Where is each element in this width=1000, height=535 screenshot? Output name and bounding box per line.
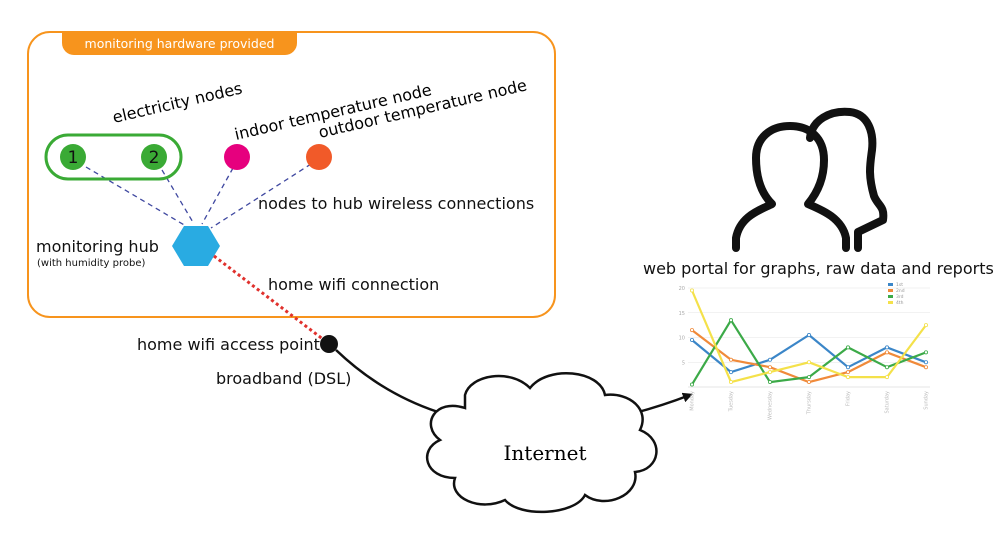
chart-data-point (885, 345, 890, 350)
chart-data-point (846, 345, 851, 350)
broadband-label: broadband (DSL) (216, 369, 352, 388)
chart-data-point (690, 382, 695, 387)
chart-data-point (807, 375, 812, 380)
chart-y-tick-label: 5 (682, 360, 685, 366)
chart-data-point (729, 370, 734, 375)
hardware-box-title: monitoring hardware provided (62, 33, 297, 55)
chart-data-point (924, 350, 929, 355)
monitoring-hub-label: monitoring hub (36, 237, 159, 256)
chart-data-point (924, 323, 929, 328)
chart-legend-label: 3rd (896, 294, 904, 300)
wifi-access-point-label: home wifi access point (137, 335, 320, 354)
electricity-node-2 (141, 144, 167, 170)
chart-legend-swatch (888, 301, 893, 304)
chart-y-tick-label: 20 (679, 286, 685, 292)
chart-data-point (807, 333, 812, 338)
link-outdoor (210, 163, 312, 229)
chart-data-point (690, 288, 695, 293)
wireless-connections-label: nodes to hub wireless connections (258, 194, 535, 213)
link-indoor (201, 167, 234, 225)
chart-legend-swatch (888, 289, 893, 292)
monitoring-hub-hexagon (172, 226, 220, 266)
humidity-probe-label: (with humidity probe) (37, 258, 146, 269)
chart-legend-swatch (888, 295, 893, 298)
electricity-node-1-label: 1 (68, 148, 79, 168)
wifi-access-point (320, 335, 338, 353)
chart-data-point (690, 328, 695, 333)
chart-data-point (807, 360, 812, 365)
chart-legend-swatch (888, 283, 893, 286)
chart-data-point (729, 357, 734, 362)
chart-data-point (885, 350, 890, 355)
chart-data-point (768, 370, 773, 375)
electricity-node-2-label: 2 (149, 148, 160, 168)
chart-data-point (885, 365, 890, 370)
users-icon (732, 107, 888, 252)
chart-data-point (885, 375, 890, 380)
chart-data-point (690, 337, 695, 342)
chart-data-point (846, 370, 851, 375)
chart-data-point (846, 375, 851, 380)
chart-legend-label: 4th (896, 300, 904, 306)
chart-y-tick-label: 15 (679, 311, 685, 317)
chart-y-tick-label: 10 (679, 336, 685, 342)
electricity-group-outline (44, 133, 183, 181)
chart-data-point (846, 365, 851, 370)
electricity-node-1 (60, 144, 86, 170)
internet-label: Internet (504, 441, 587, 465)
link-electricity-1 (85, 166, 187, 227)
chart-x-tick-label: Saturday (885, 391, 891, 414)
chart-legend-label: 1st (896, 282, 903, 288)
home-wifi-connection-label: home wifi connection (268, 275, 440, 294)
chart-data-point (729, 318, 734, 323)
chart-x-tick-label: Wednesday (768, 391, 774, 420)
chart-x-tick-label: Sunday (924, 391, 930, 410)
outdoor-temperature-node (306, 144, 332, 170)
chart-x-tick-label: Friday (846, 391, 852, 406)
indoor-temperature-node (224, 144, 250, 170)
chart-data-point (768, 380, 773, 385)
chart-data-point (768, 357, 773, 362)
chart-x-tick-label: Thursday (807, 391, 813, 415)
chart-x-tick-label: Monday (690, 391, 696, 411)
internet-cloud (425, 371, 658, 514)
chart-data-point (729, 380, 734, 385)
electricity-nodes-label: electricity nodes (111, 79, 244, 127)
chart-x-tick-label: Tuesday (729, 391, 735, 412)
chart-data-point (924, 365, 929, 370)
wifi-link (213, 254, 325, 342)
chart-data-point (807, 380, 812, 385)
chart-legend-label: 2nd (896, 288, 905, 294)
chart-data-point (768, 365, 773, 370)
chart-data-point (924, 360, 929, 365)
web-portal-label: web portal for graphs, raw data and repo… (643, 259, 994, 278)
